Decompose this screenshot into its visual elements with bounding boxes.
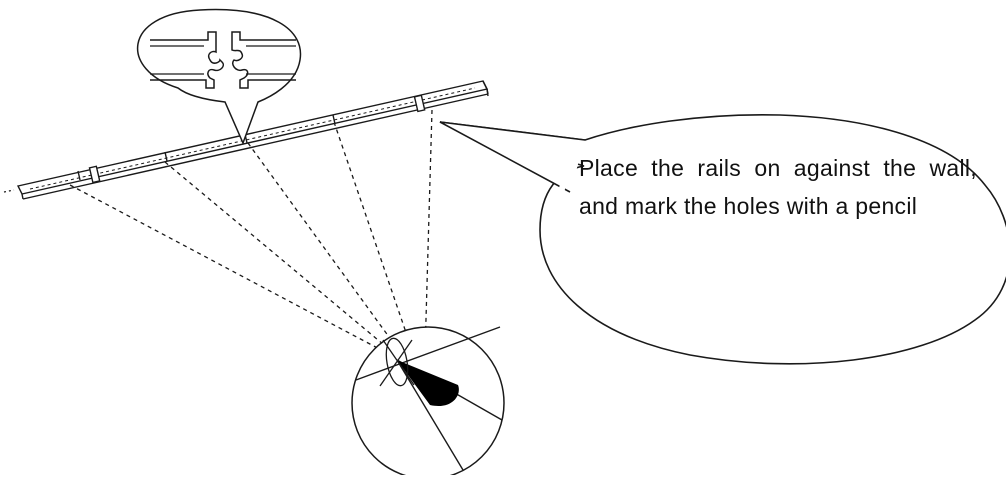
drill-bit-magnifier-icon [351, 326, 505, 480]
rail-extension [3, 189, 15, 193]
rail-joint [164, 151, 168, 162]
callout-mask [557, 173, 578, 257]
angle-wedge [397, 360, 459, 406]
rail-bracket [88, 165, 101, 184]
callout-bubble [439, 113, 1006, 365]
joint-bubble-outline [136, 8, 302, 146]
guide-line [424, 109, 433, 355]
rail-bracket [413, 94, 426, 113]
wall-line [355, 326, 501, 381]
joint-left-piece [150, 31, 225, 89]
rail-edge [486, 88, 489, 95]
cross-mark [379, 339, 413, 387]
rail-holes [29, 87, 476, 190]
rail-joint [332, 114, 336, 125]
rail-bottom-edge [22, 93, 489, 200]
guide-line [333, 121, 413, 351]
angle-line [396, 359, 464, 471]
rail-edge [21, 193, 24, 200]
instruction-text: Place the rails on against the wall, and… [579, 155, 977, 219]
rail-end [482, 80, 489, 97]
drill-bit [385, 337, 409, 387]
guide-line [247, 142, 398, 349]
rail [16, 80, 489, 200]
callout-pointer [439, 121, 586, 193]
guide-line [69, 184, 386, 353]
rail-joint [77, 170, 81, 181]
callout-outline [439, 113, 1006, 365]
guide-line [164, 161, 391, 351]
guide-lines [69, 109, 433, 355]
rail-hole-row [29, 87, 476, 190]
cross-mark [382, 339, 415, 386]
puzzle-joint-icon [136, 8, 302, 146]
